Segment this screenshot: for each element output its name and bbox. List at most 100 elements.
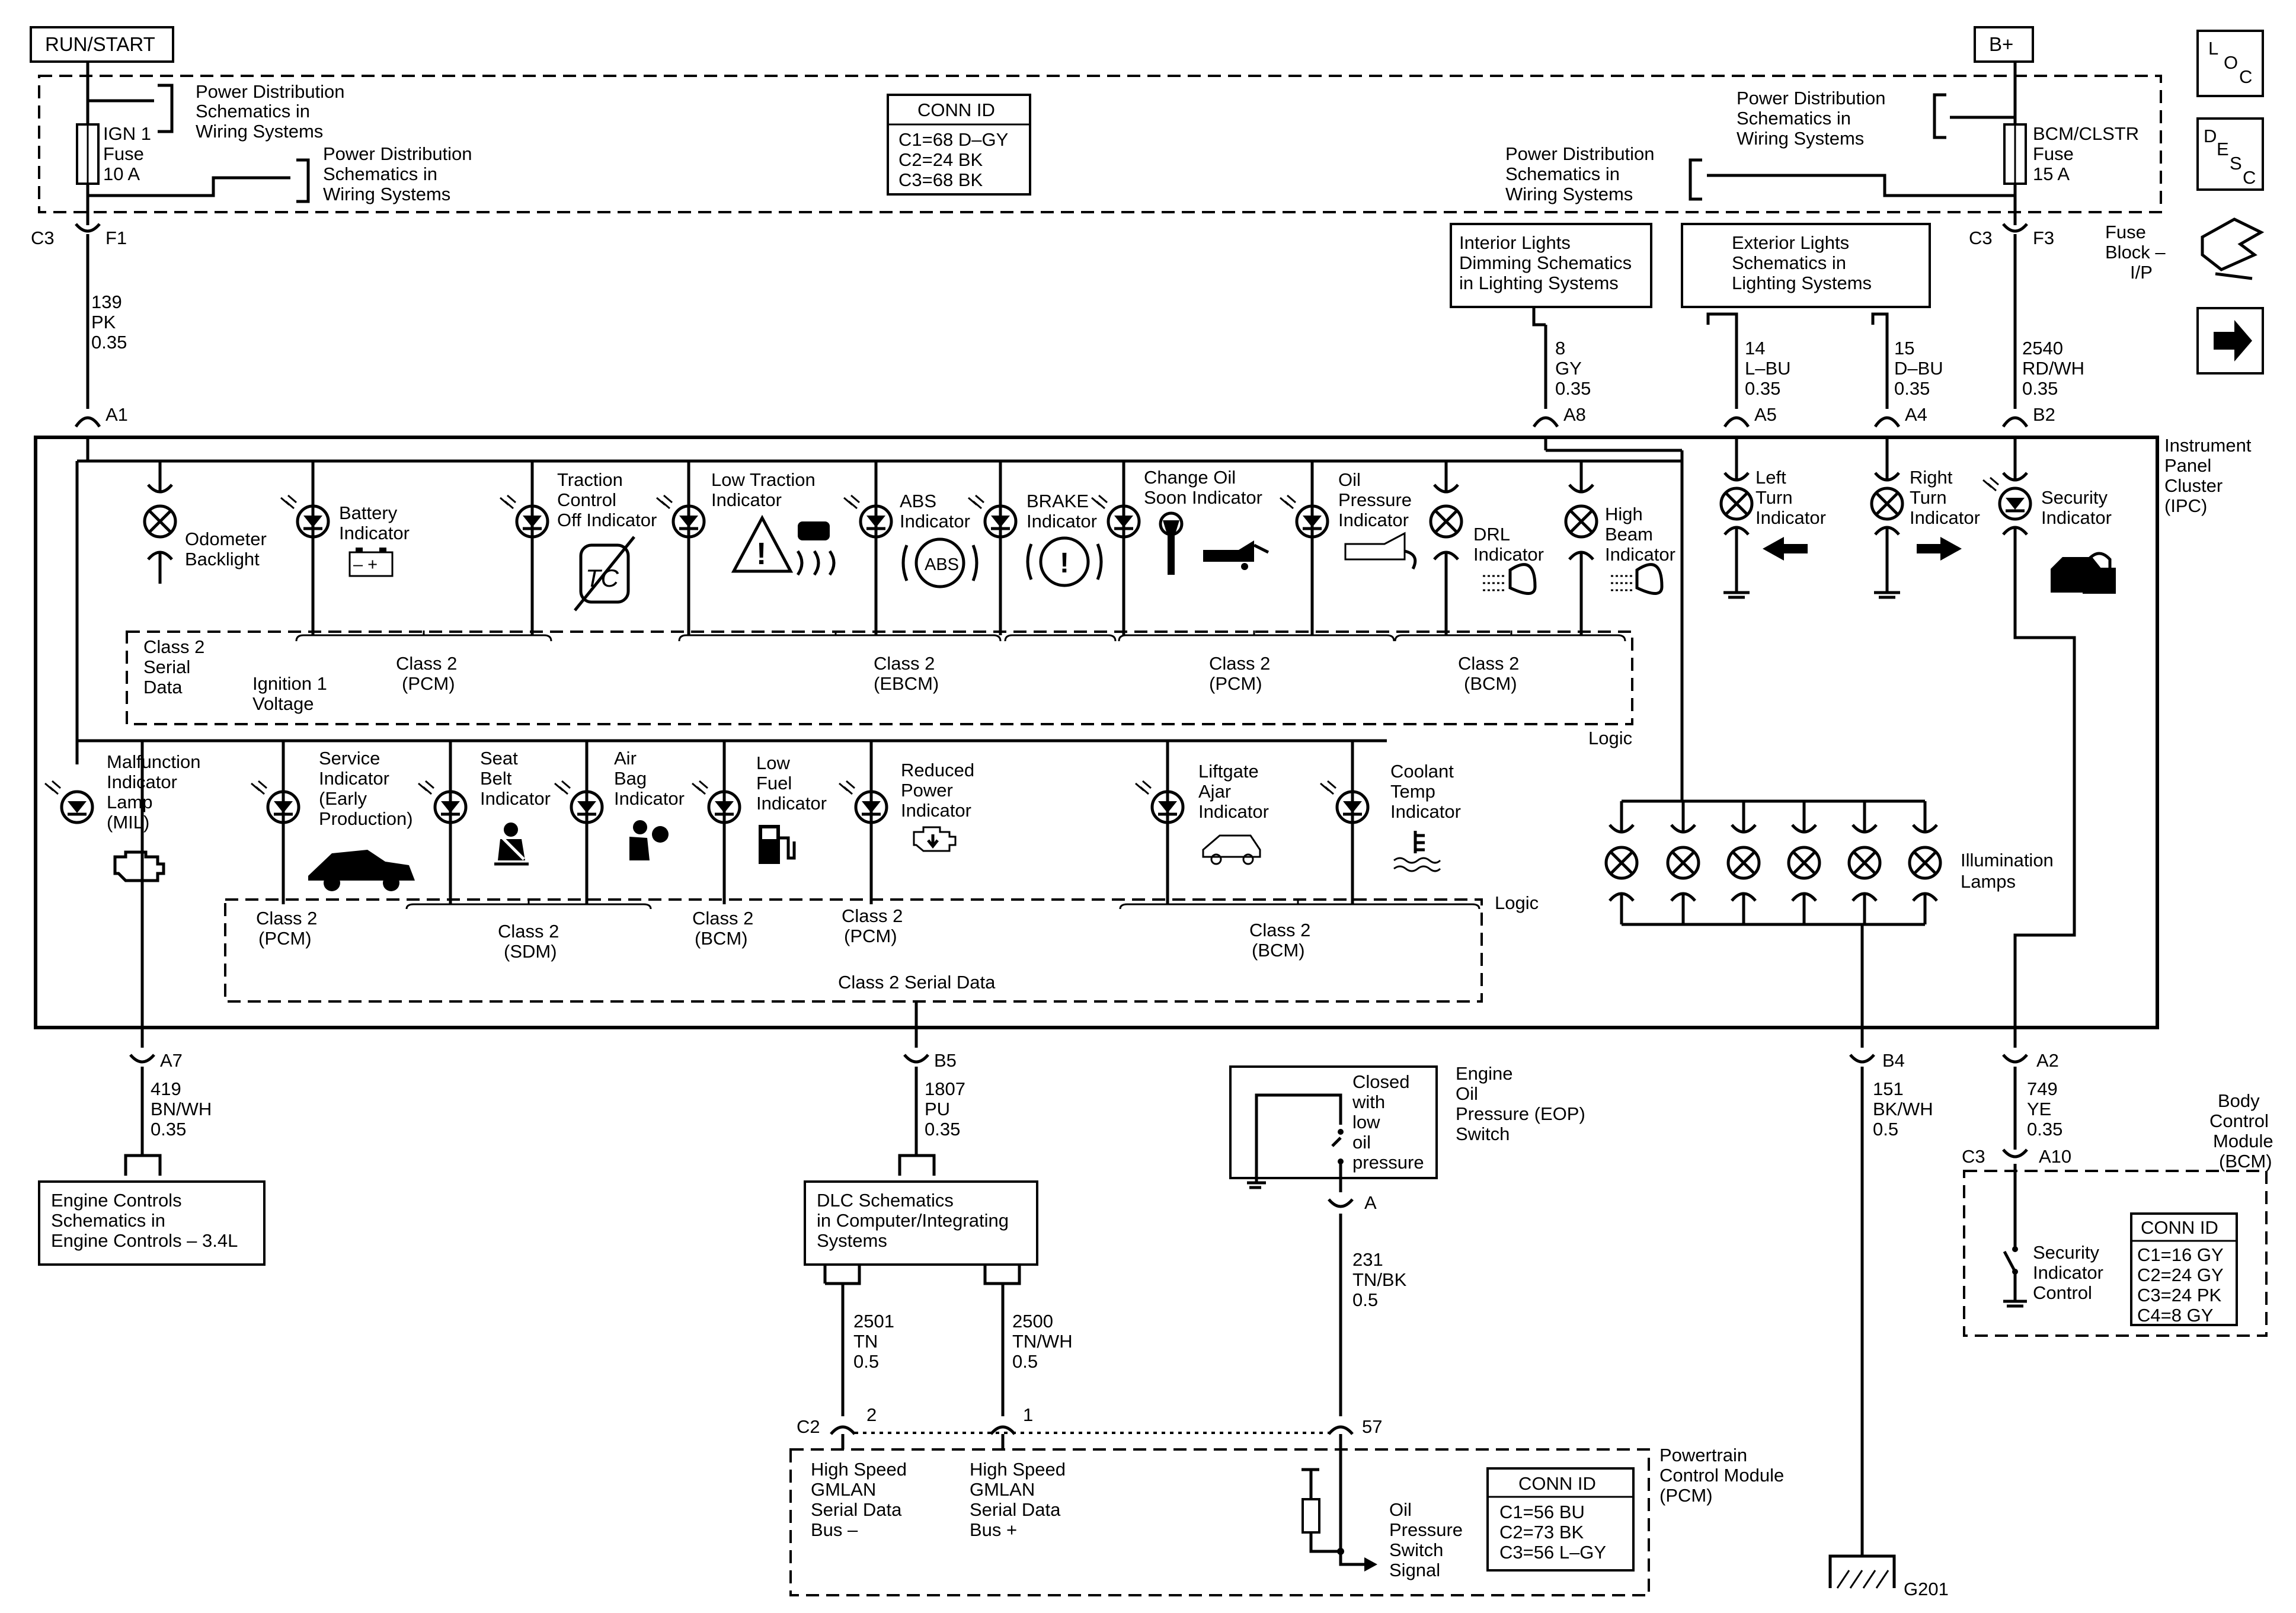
svg-text:Block –: Block –	[2105, 242, 2166, 263]
fuel-pump-icon	[759, 825, 796, 864]
svg-text:419: 419	[151, 1078, 181, 1099]
air-bag-icon	[629, 820, 669, 860]
svg-text:D: D	[2204, 126, 2217, 146]
svg-text:BCM/CLSTR: BCM/CLSTR	[2033, 123, 2139, 144]
svg-text:C2=73 BK: C2=73 BK	[1499, 1522, 1584, 1542]
svg-text:C3: C3	[1962, 1146, 1985, 1167]
svg-text:2500: 2500	[1012, 1311, 1053, 1332]
svg-text:CONN ID: CONN ID	[2141, 1217, 2218, 1238]
svg-text:Control: Control	[2033, 1282, 2092, 1303]
svg-text:Indicator: Indicator	[1027, 511, 1097, 532]
svg-text:Schematics in: Schematics in	[196, 101, 310, 121]
svg-text:Production): Production)	[319, 808, 413, 829]
svg-text:A4: A4	[1905, 404, 1927, 425]
svg-text:14: 14	[1745, 338, 1765, 359]
svg-text:C3=24 PK: C3=24 PK	[2137, 1285, 2222, 1305]
pcm-outline	[789, 1448, 1650, 1596]
svg-text:0.35: 0.35	[151, 1119, 186, 1140]
svg-text:BN/WH: BN/WH	[151, 1099, 212, 1119]
security-indicator-label: Security	[2041, 487, 2108, 508]
svg-text:BK/WH: BK/WH	[1873, 1099, 1933, 1119]
svg-text:Indicator: Indicator	[1198, 801, 1269, 822]
next-arrow-icon[interactable]	[2196, 307, 2264, 375]
right-turn-label: Right	[1910, 467, 1953, 488]
svg-text:Belt: Belt	[480, 768, 512, 789]
interior-lights-dimming-ref[interactable]	[1450, 223, 1652, 308]
run-start-label: RUN/START	[45, 33, 155, 55]
pcm-title: Powertrain	[1659, 1445, 1747, 1465]
pd-ref-right-2[interactable]: Power Distribution	[1505, 143, 1655, 164]
svg-text:8: 8	[1555, 338, 1565, 359]
svg-text:(PCM): (PCM)	[844, 926, 897, 946]
eop-switch-box	[1229, 1065, 1438, 1179]
mil-label: Malfunction	[107, 751, 201, 772]
oil-pressure-signal-label: Oil	[1389, 1499, 1412, 1520]
brake-indicator-led	[968, 494, 1018, 539]
drl-indicator-label: DRL	[1473, 524, 1510, 545]
svg-text:Class 2: Class 2	[874, 653, 935, 674]
svg-text:Schematics in: Schematics in	[1732, 252, 1846, 273]
connector-view-icon[interactable]	[2201, 217, 2265, 280]
illumination-lamp-4	[1787, 846, 1821, 880]
eop-ground	[1247, 1181, 1266, 1189]
pd-ref-left-2[interactable]: Power Distribution	[323, 143, 472, 164]
svg-text:(EBCM): (EBCM)	[874, 673, 939, 694]
svg-text:Fuse: Fuse	[103, 143, 144, 164]
eop-title: Engine	[1456, 1063, 1513, 1084]
svg-text:with: with	[1352, 1092, 1385, 1112]
dlc-schematics-ref[interactable]	[804, 1180, 1038, 1266]
svg-text:231: 231	[1352, 1249, 1383, 1270]
b-plus-tag	[1974, 26, 2034, 63]
svg-text:Class 2: Class 2	[498, 921, 559, 942]
svg-text:C1=16 GY: C1=16 GY	[2137, 1244, 2224, 1265]
ground-label: G201	[1904, 1579, 1949, 1599]
mil-led	[44, 780, 94, 824]
svg-text:ABS: ABS	[925, 555, 959, 574]
svg-text:C3: C3	[31, 228, 55, 248]
svg-text:pressure: pressure	[1352, 1152, 1424, 1173]
svg-text:Bus –: Bus –	[811, 1519, 858, 1540]
engine-controls-ref[interactable]	[38, 1180, 266, 1266]
pd-ref-left-1[interactable]: Power Distribution	[196, 81, 345, 102]
illumination-lamp-3	[1726, 846, 1761, 880]
svg-text:C2=24 BK: C2=24 BK	[898, 149, 983, 170]
svg-text:(BCM): (BCM)	[1464, 673, 1517, 694]
svg-text:GY: GY	[1555, 358, 1582, 379]
logic-box-1	[126, 631, 1633, 725]
ground-g201	[1828, 1554, 1896, 1589]
svg-text:Data: Data	[143, 677, 183, 697]
exterior-lights-ref[interactable]	[1681, 223, 1931, 308]
svg-text:CONN ID: CONN ID	[1518, 1473, 1596, 1494]
svg-text:(IPC): (IPC)	[2164, 495, 2207, 516]
traction-control-label: Traction	[557, 469, 623, 490]
pd-ref-right-1[interactable]: Power Distribution	[1737, 88, 1886, 108]
svg-text:E: E	[2217, 139, 2229, 159]
security-car-lock-icon	[2051, 552, 2116, 594]
service-indicator-led	[251, 780, 300, 824]
svg-text:2: 2	[866, 1404, 877, 1425]
svg-text:Wiring Systems: Wiring Systems	[1505, 184, 1633, 204]
svg-text:Schematics in: Schematics in	[1737, 108, 1851, 129]
loc-icon[interactable]: L O C	[2196, 30, 2264, 97]
svg-text:Control: Control	[557, 489, 616, 510]
svg-text:0.35: 0.35	[1894, 378, 1930, 399]
svg-text:Indicator: Indicator	[339, 523, 410, 543]
svg-text:Engine Controls – 3.4L: Engine Controls – 3.4L	[51, 1230, 238, 1251]
svg-text:139: 139	[91, 292, 122, 312]
illumination-lamp-1	[1604, 846, 1639, 880]
reduced-power-led	[839, 780, 888, 824]
svg-text:O: O	[2224, 52, 2238, 73]
desc-icon[interactable]: D E S C	[2196, 117, 2264, 191]
slippery-road-icon	[796, 521, 836, 576]
bcm-title: Body	[2218, 1090, 2260, 1111]
liftgate-icon	[1202, 834, 1261, 865]
battery-icon: – +	[348, 548, 394, 577]
svg-text:2540: 2540	[2022, 338, 2063, 359]
traction-control-led	[500, 494, 549, 539]
svg-text:(BCM): (BCM)	[2219, 1151, 2272, 1172]
svg-text:C: C	[2243, 167, 2256, 188]
liftgate-ajar-label: Liftgate	[1198, 761, 1259, 782]
battery-indicator-label: Battery	[339, 503, 398, 523]
svg-text:C1=56 BU: C1=56 BU	[1499, 1502, 1585, 1522]
